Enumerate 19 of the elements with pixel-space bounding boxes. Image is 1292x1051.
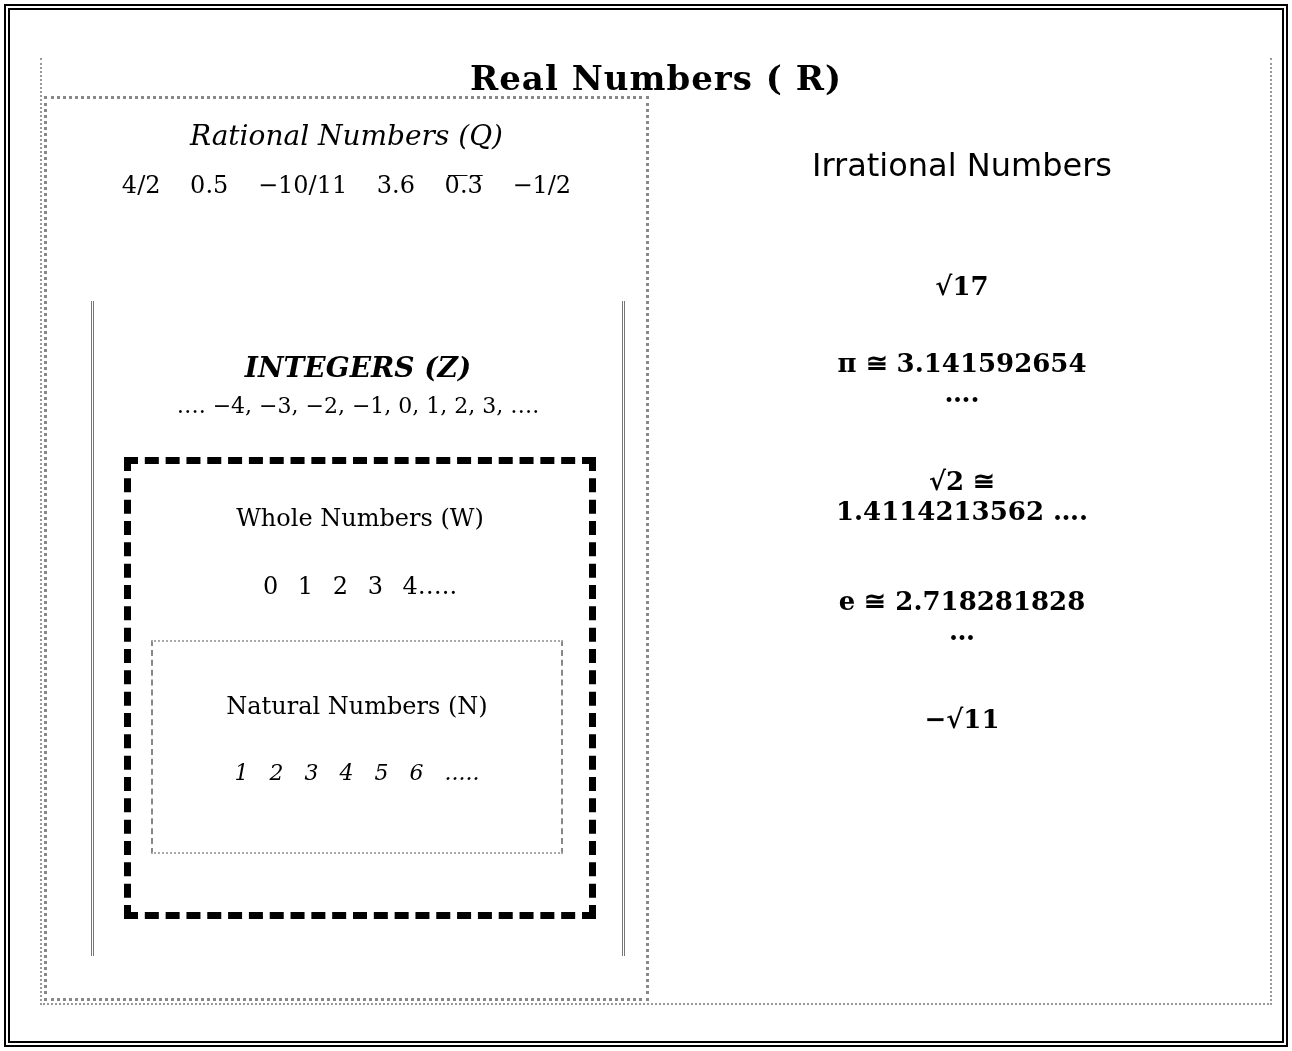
number-examples: 1 2 3 4 5 6 ..... [233,760,481,785]
number-examples: 0 1 2 3 4….. [261,572,459,600]
set-region [151,640,563,854]
set-heading: Irrational Numbers [811,146,1113,184]
set-heading: Real Numbers ( R) [469,58,843,98]
irrational-example: −√11 [923,704,1001,734]
set-heading: Whole Numbers (W) [235,504,485,532]
irrational-example: √17 [934,271,990,301]
set-heading: Rational Numbers (Q) [188,119,505,152]
irrational-example: √2 ≅ 1.4114213562 …. [834,466,1090,526]
number-examples: 4/2 0.5 −10/11 3.6 0̅.̅3̅ −1/2 [120,171,573,199]
irrational-example: e ≅ 2.718281828 … [837,586,1087,646]
set-heading: INTEGERS (Z) [243,351,473,384]
number-examples: …. −4, −3, −2, −1, 0, 1, 2, 3, …. [175,393,541,418]
irrational-example: π ≅ 3.141592654 …. [836,348,1088,408]
set-region [124,457,596,919]
set-region [44,96,649,1001]
set-heading: Natural Numbers (N) [225,692,489,720]
set-region [91,301,625,956]
